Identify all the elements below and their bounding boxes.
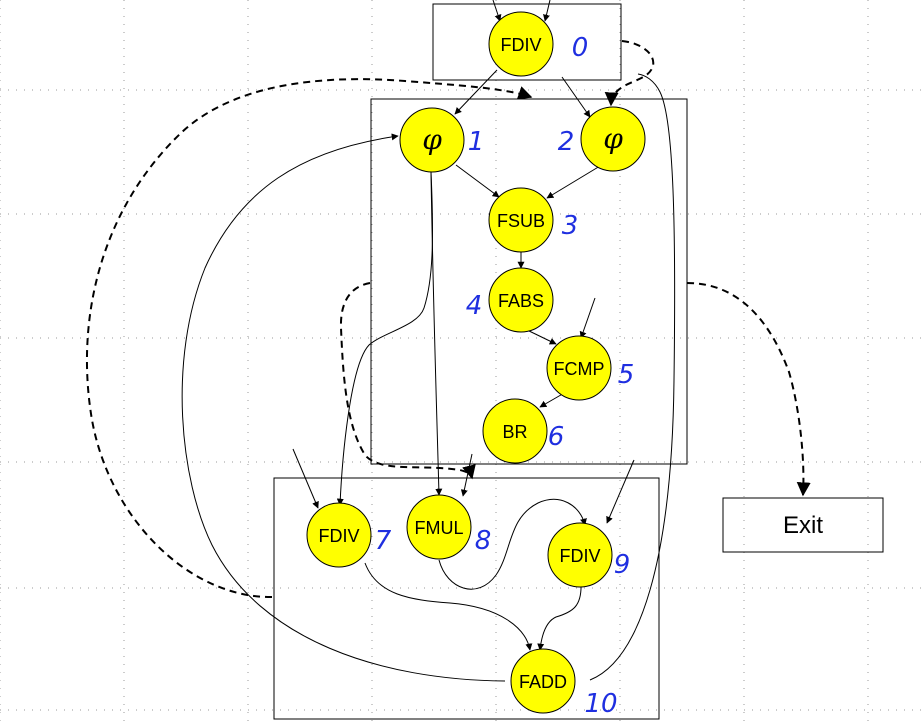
- edge-10-1-loop: [181, 133, 506, 682]
- edge-in-7: [292, 448, 319, 509]
- node-9-label: FDIV: [559, 546, 600, 566]
- node-6[interactable]: BR: [482, 398, 548, 464]
- node-10-number: 10: [584, 689, 617, 719]
- block-entry: [432, 3, 622, 81]
- edge-in-8: [460, 453, 473, 497]
- node-4-number: 4: [466, 291, 483, 321]
- node-3-label: FSUB: [497, 211, 545, 231]
- ctrl-header-to-body: [339, 282, 476, 480]
- node-10-label: FADD: [519, 672, 567, 692]
- edge-in-9: [606, 459, 635, 524]
- node-10[interactable]: FADD: [510, 648, 576, 714]
- edge-0-2: [561, 76, 591, 118]
- edge-in-0a: [492, 0, 502, 22]
- node-9-number: 9: [614, 550, 631, 580]
- node-1-label: φ: [422, 123, 442, 156]
- node-9[interactable]: FDIV: [547, 522, 613, 588]
- edge-0-1: [454, 69, 498, 115]
- edge-in-0b: [543, 0, 551, 22]
- node-2-label: φ: [603, 122, 623, 155]
- data-edges: [181, 0, 676, 682]
- node-2[interactable]: φ: [580, 106, 646, 172]
- edge-1-8: [430, 171, 443, 496]
- edge-7-10: [364, 562, 533, 651]
- edge-in-5: [579, 297, 596, 339]
- node-8-number: 8: [475, 526, 492, 556]
- node-1[interactable]: φ: [399, 107, 465, 173]
- node-5-number: 5: [618, 360, 635, 390]
- exit-block[interactable]: [722, 497, 884, 553]
- node-7[interactable]: FDIV: [306, 502, 372, 568]
- edge-2-3: [546, 165, 601, 199]
- node-0[interactable]: FDIV: [488, 11, 554, 77]
- node-2-number: 2: [558, 127, 575, 157]
- edge-1-3: [455, 164, 500, 198]
- node-0-label: FDIV: [500, 35, 541, 55]
- node-6-label: BR: [502, 422, 527, 442]
- node-7-label: FDIV: [318, 526, 359, 546]
- edge-4-5: [524, 328, 557, 345]
- node-5-label: FCMP: [554, 359, 605, 379]
- node-5[interactable]: FCMP: [546, 335, 612, 401]
- edge-8-9: [438, 498, 587, 590]
- node-0-number: 0: [572, 33, 589, 63]
- node-6-number: 6: [548, 422, 565, 452]
- ctrl-body-to-header: [85, 78, 533, 599]
- node-numbers: 0 1 2 3 4 5 6 7 8 9 10: [375, 33, 635, 719]
- node-3-number: 3: [562, 211, 579, 241]
- node-8-label: FMUL: [415, 518, 464, 538]
- exit-label: Exit: [783, 512, 823, 539]
- edge-9-10: [537, 582, 582, 651]
- control-edges: [85, 40, 811, 599]
- node-4-label: FABS: [498, 291, 544, 311]
- node-8[interactable]: FMUL: [406, 494, 472, 560]
- node-4[interactable]: FABS: [488, 267, 554, 333]
- node-3[interactable]: FSUB: [488, 187, 554, 253]
- edge-1-7: [336, 171, 434, 506]
- node-1-number: 1: [468, 127, 485, 157]
- node-7-number: 7: [375, 526, 392, 556]
- ctrl-header-to-exit: [686, 282, 811, 497]
- edge-10-to-entry: [589, 73, 676, 681]
- ctrl-0-header-right: [604, 40, 655, 107]
